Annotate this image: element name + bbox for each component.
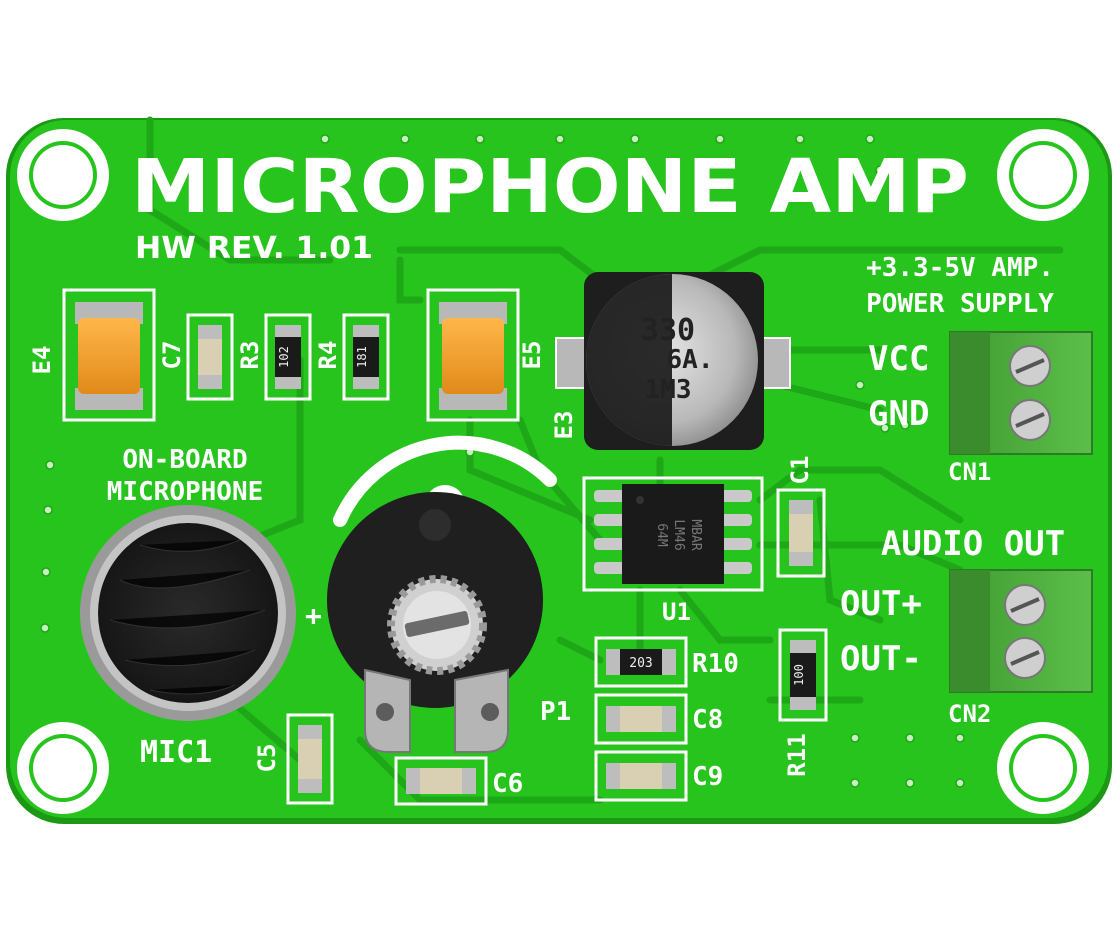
marking-u1-line3: 64M xyxy=(654,523,669,547)
designator-r4: R4 xyxy=(314,341,342,370)
power-supply-label-line2: POWER SUPPLY xyxy=(866,289,1054,319)
mounting-hole-top-left xyxy=(17,129,109,221)
audio-out-label: AUDIO OUT xyxy=(881,524,1065,564)
ic-u1 xyxy=(582,476,764,592)
marking-u1-line1: MBAR xyxy=(688,519,703,550)
marking-r3: 102 xyxy=(277,346,291,368)
resistor-r11 xyxy=(778,628,828,722)
board-revision: HW REV. 1.01 xyxy=(135,231,373,266)
resistor-r10 xyxy=(594,636,688,688)
designator-e4: E4 xyxy=(28,346,56,375)
marking-r11: 100 xyxy=(792,664,806,686)
capacitor-c8 xyxy=(594,693,688,745)
designator-p1: P1 xyxy=(540,697,571,727)
resistor-r3 xyxy=(264,313,312,401)
mounting-hole-bottom-left xyxy=(17,722,109,814)
mounting-hole-top-right xyxy=(997,129,1089,221)
potentiometer-slot-icon xyxy=(404,611,470,637)
screw-terminal-cn2 xyxy=(949,569,1093,693)
designator-r10: R10 xyxy=(692,649,739,679)
marking-e3-line3: 1M3 xyxy=(645,375,692,405)
designator-c7: C7 xyxy=(158,341,186,370)
designator-r3: R3 xyxy=(236,341,264,370)
designator-c8: C8 xyxy=(692,705,723,735)
capacitor-c6 xyxy=(394,756,488,806)
power-supply-label-line1: +3.3-5V AMP. xyxy=(866,253,1054,283)
capacitor-e3 xyxy=(555,272,791,450)
marking-r4: 181 xyxy=(355,346,369,368)
board-title: MICROPHONE AMP xyxy=(131,144,969,230)
mic1-label: MIC1 xyxy=(140,735,212,770)
capacitor-c1 xyxy=(776,488,826,578)
marking-e3-line1: 330 xyxy=(641,313,695,348)
designator-c6: C6 xyxy=(492,769,523,799)
designator-u1: U1 xyxy=(662,598,691,626)
marking-e3-line2: 6A. xyxy=(667,345,714,375)
marking-u1-line2: LM46 xyxy=(671,519,686,550)
onboard-label-line2: MICROPHONE xyxy=(107,477,264,507)
designator-e3: E3 xyxy=(550,411,578,440)
mounting-hole-bottom-right xyxy=(997,722,1089,814)
capacitor-e5 xyxy=(426,288,520,422)
cn1-label: CN1 xyxy=(948,458,991,486)
designator-c5: C5 xyxy=(253,744,281,773)
plus-sign-label: + xyxy=(305,599,322,632)
designator-c9: C9 xyxy=(692,762,723,792)
pcb-vias xyxy=(40,134,965,788)
out-minus-label: OUT- xyxy=(840,639,922,679)
screw-terminal-cn1 xyxy=(949,331,1093,455)
electret-microphone-mic1 xyxy=(80,505,296,721)
cn2-label: CN2 xyxy=(948,700,991,728)
capacitor-c7 xyxy=(186,313,234,401)
designator-c1: C1 xyxy=(786,456,814,485)
capacitor-c5 xyxy=(286,713,334,805)
designator-r11: R11 xyxy=(783,733,811,776)
marking-r10: 203 xyxy=(629,656,652,671)
out-plus-label: OUT+ xyxy=(840,584,922,624)
resistor-r4 xyxy=(342,313,390,401)
gnd-label: GND xyxy=(868,394,929,434)
capacitor-c9 xyxy=(594,750,688,802)
vcc-label: VCC xyxy=(868,339,929,379)
capacitor-e4 xyxy=(62,288,156,422)
onboard-label-line1: ON-BOARD xyxy=(122,445,247,475)
designator-e5: E5 xyxy=(518,341,546,370)
potentiometer-p1 xyxy=(327,435,557,753)
